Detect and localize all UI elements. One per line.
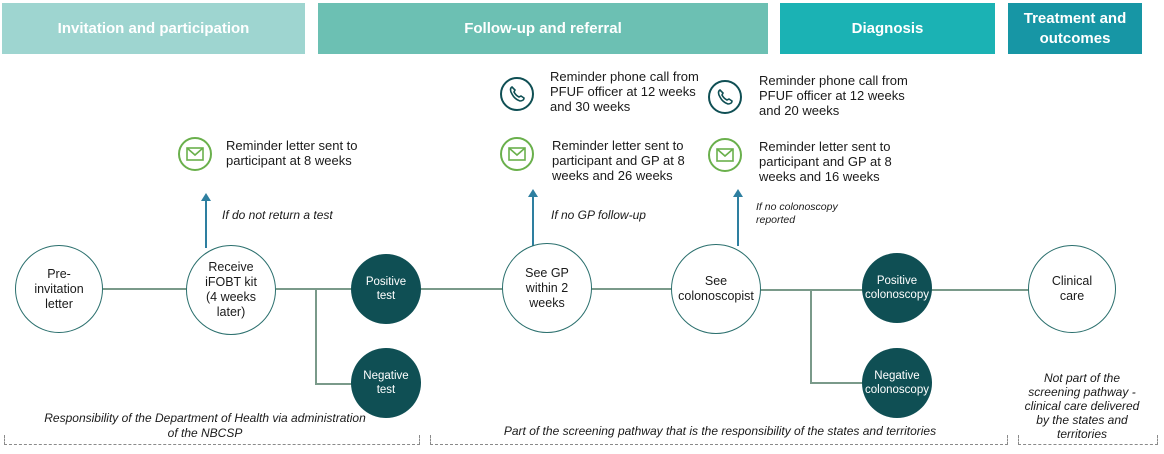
- node-clinical-care: Clinical care: [1028, 245, 1116, 333]
- main-pathway-line-6: [930, 289, 1030, 291]
- branch-negative-colonoscopy-horizontal: [810, 382, 865, 384]
- header-diagnosis: Diagnosis: [780, 3, 995, 54]
- label-no-gp: If no GP follow-up: [551, 208, 646, 222]
- arrow-no-return-head: [201, 193, 211, 201]
- footer-states: Part of the screening pathway that is th…: [503, 424, 937, 438]
- mail-icon: [178, 137, 212, 171]
- main-pathway-line-4: [590, 288, 672, 290]
- main-pathway-line-1: [100, 288, 190, 290]
- node-receive-kit: Receive iFOBT kit (4 weeks later): [186, 245, 276, 335]
- phone-icon: [708, 80, 742, 114]
- node-pre-invitation: Pre-invitation letter: [15, 245, 103, 333]
- label-no-return: If do not return a test: [222, 208, 333, 222]
- arrow-no-colonoscopy-head: [733, 189, 743, 197]
- phone-icon: [500, 77, 534, 111]
- mail-icon: [500, 137, 534, 171]
- node-positive-colonoscopy: Positive colonoscopy: [862, 253, 932, 323]
- header-treatment: Treatment and outcomes: [1008, 3, 1142, 54]
- footer-dept-health: Responsibility of the Department of Heal…: [44, 411, 366, 440]
- arrow-no-return-line: [205, 200, 207, 248]
- brace-dept-health: [4, 435, 420, 445]
- node-positive-test: Positive test: [351, 254, 421, 324]
- branch-negative-colonoscopy-vertical: [810, 289, 812, 383]
- reminder-phone-12-20: Reminder phone call from PFUF officer at…: [759, 73, 908, 118]
- branch-negative-test-vertical: [315, 288, 317, 384]
- footer-not-part: Not part of the screening pathway - clin…: [1024, 371, 1140, 441]
- arrow-no-colonoscopy-line: [737, 196, 739, 246]
- arrow-no-gp-head: [528, 189, 538, 197]
- reminder-letter-participant-8: Reminder letter sent to participant at 8…: [226, 138, 358, 168]
- header-followup: Follow-up and referral: [318, 3, 768, 54]
- main-pathway-line-3: [420, 288, 504, 290]
- node-negative-test: Negative test: [351, 348, 421, 418]
- reminder-letter-gp-8-26: Reminder letter sent to participant and …: [552, 138, 685, 183]
- reminder-letter-gp-8-16: Reminder letter sent to participant and …: [759, 139, 892, 184]
- node-see-colonoscopist: See colonoscopist: [671, 244, 761, 334]
- header-invitation: Invitation and participation: [2, 3, 305, 54]
- node-see-gp: See GP within 2 weeks: [502, 243, 592, 333]
- brace-not-part: [1018, 435, 1158, 445]
- branch-negative-test-horizontal: [315, 383, 356, 385]
- mail-icon: [708, 138, 742, 172]
- label-no-colonoscopy: If no colonoscopy reported: [756, 201, 838, 226]
- arrow-no-gp-line: [532, 196, 534, 246]
- node-negative-colonoscopy: Negative colonoscopy: [862, 348, 932, 418]
- brace-states: [430, 435, 1008, 445]
- reminder-phone-12-30: Reminder phone call from PFUF officer at…: [550, 69, 699, 114]
